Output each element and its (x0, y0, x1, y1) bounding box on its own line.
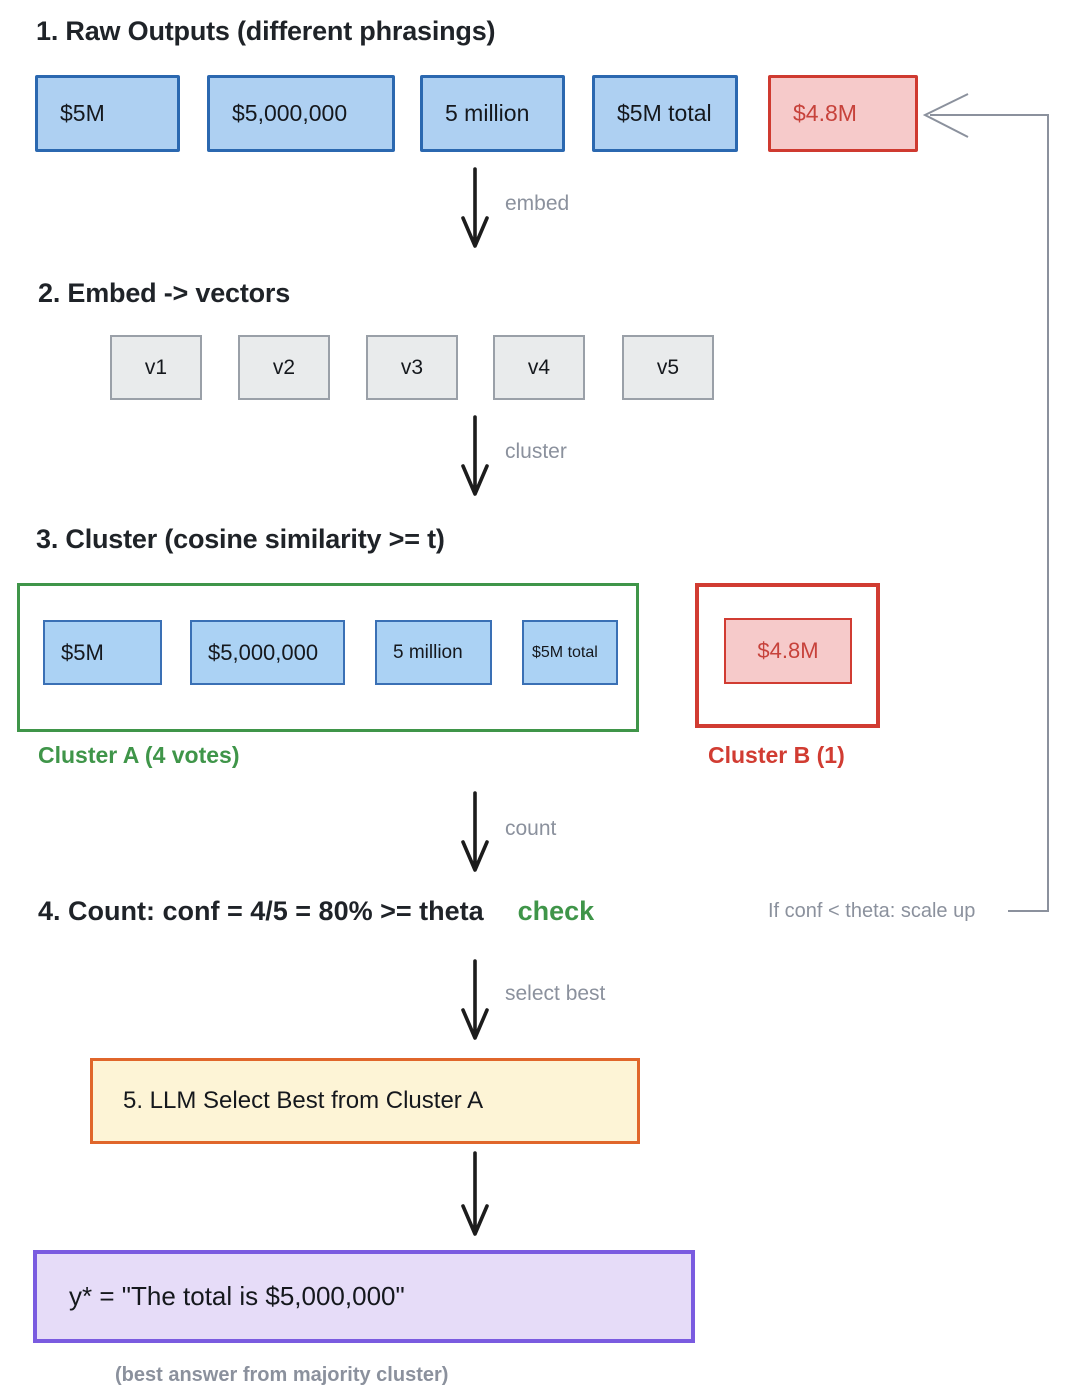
llm-select-best-box: 5. LLM Select Best from Cluster A (90, 1058, 640, 1144)
raw-output-outlier-box: $4.8M (768, 75, 918, 152)
step2-title: 2. Embed -> vectors (38, 278, 291, 308)
result-caption: (best answer from majority cluster) (115, 1364, 449, 1386)
step1-title: 1. Raw Outputs (different phrasings) (36, 16, 496, 46)
cluster-a-item: 5 million (375, 620, 492, 685)
raw-output-box: $5M (35, 75, 180, 152)
embed-arrow-label: embed (505, 192, 570, 215)
cluster-a-item: $5M total (522, 620, 618, 685)
final-answer-box: y* = "The total is $5,000,000" (33, 1250, 695, 1343)
cluster-a-item: $5M (43, 620, 162, 685)
cluster-b-item: $4.8M (724, 618, 852, 684)
vector-box: v5 (622, 335, 714, 400)
cluster-a-item: $5,000,000 (190, 620, 345, 685)
down-arrow-icon (461, 959, 489, 1040)
step3-title: 3. Cluster (cosine similarity >= t) (36, 524, 445, 554)
cluster-a-label: Cluster A (4 votes) (38, 742, 240, 768)
count-arrow-label: count (505, 817, 557, 840)
down-arrow-icon (461, 1151, 489, 1236)
step4-title: 4. Count: conf = 4/5 = 80% >= theta (38, 896, 484, 926)
step4-row: 4. Count: conf = 4/5 = 80% >= theta chec… (38, 896, 594, 927)
check-status: check (517, 896, 595, 926)
vector-box: v2 (238, 335, 330, 400)
vector-box: v4 (493, 335, 585, 400)
down-arrow-icon (461, 415, 489, 496)
vector-box: v1 (110, 335, 202, 400)
raw-output-box: 5 million (420, 75, 565, 152)
cluster-arrow-label: cluster (505, 440, 567, 463)
raw-output-box: $5,000,000 (207, 75, 395, 152)
select-best-arrow-label: select best (505, 982, 606, 1005)
down-arrow-icon (461, 167, 489, 248)
raw-output-box: $5M total (592, 75, 738, 152)
feedback-condition-label: If conf < theta: scale up (768, 900, 976, 922)
down-arrow-icon (461, 791, 489, 872)
cluster-b-label: Cluster B (1) (708, 742, 845, 768)
vector-box: v3 (366, 335, 458, 400)
